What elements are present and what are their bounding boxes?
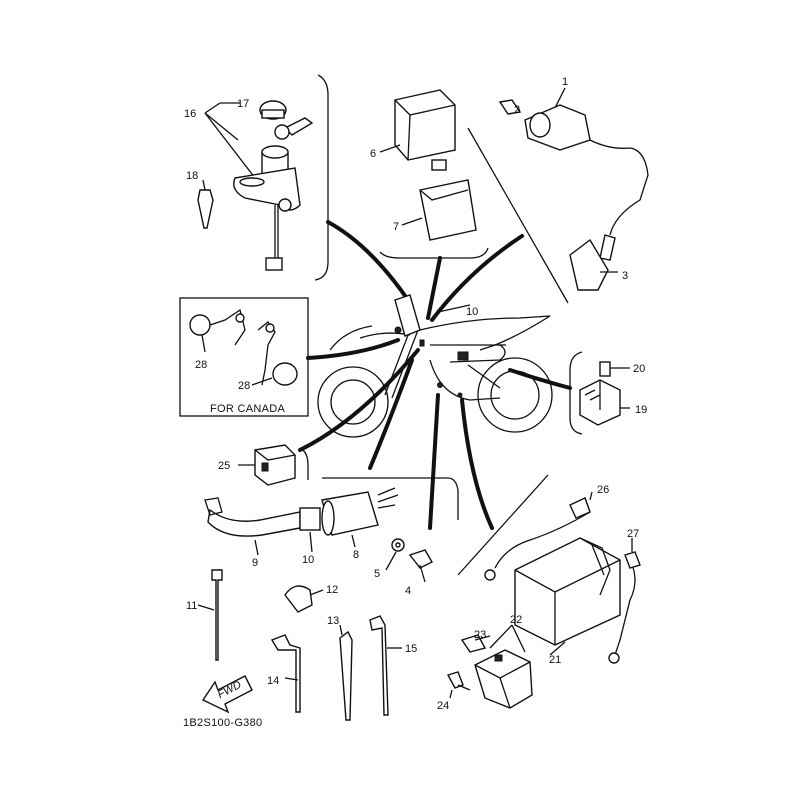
battery-assembly [484,491,641,664]
callout-labels: 1 2 3 4 5 6 7 8 9 10 10 11 12 13 14 15 1… [184,76,647,712]
callout-13: 13 [327,615,339,627]
callout-22: 22 [510,614,522,626]
callout-10-lower: 10 [302,554,314,566]
fwd-arrow-icon: FWD [201,675,253,714]
starter-relay [238,444,296,486]
rectifier-regulator [579,361,630,426]
callout-21: 21 [549,654,561,666]
starter-relay-assembly [446,624,533,709]
callout-6: 6 [370,148,376,160]
callout-18: 18 [186,170,198,182]
callout-3: 3 [622,270,628,282]
callout-19: 19 [635,404,647,416]
callout-26: 26 [597,484,609,496]
callout-10-center: 10 [466,306,478,318]
callout-15: 15 [405,643,417,655]
callout-20: 20 [633,363,645,375]
relay-assembly [379,89,477,241]
motorcycle-silhouette [317,294,553,438]
callout-11: 11 [186,600,197,612]
harness-leader-lines [298,220,572,530]
callout-24: 24 [437,700,449,712]
leader-10-center [437,304,471,313]
callout-27: 27 [627,528,639,540]
callout-16: 16 [184,108,196,120]
callout-23: 23 [474,629,486,641]
main-switch-assembly [197,100,314,271]
callout-1: 1 [562,76,568,88]
diagram-code: 1B2S100-G380 [183,717,262,729]
callout-14: 14 [267,675,279,687]
canada-parts [189,308,298,386]
canada-note: FOR CANADA [210,403,285,415]
neutral-switch [385,538,433,583]
callout-9: 9 [252,557,258,569]
clamps-and-ties [197,569,402,721]
callout-17: 17 [237,98,249,110]
wire-harness-assembly [204,487,399,556]
callout-5: 5 [374,568,380,580]
group-borders [179,74,583,576]
callout-28-lower: 28 [238,380,250,392]
ignition-coil-assembly [498,87,649,291]
callout-4: 4 [405,585,411,597]
callout-7: 7 [393,221,399,233]
callout-25: 25 [218,460,230,472]
callout-28-upper: 28 [195,359,207,371]
callout-2: 2 [514,104,520,116]
callout-8: 8 [353,549,359,561]
callout-12: 12 [326,584,338,596]
